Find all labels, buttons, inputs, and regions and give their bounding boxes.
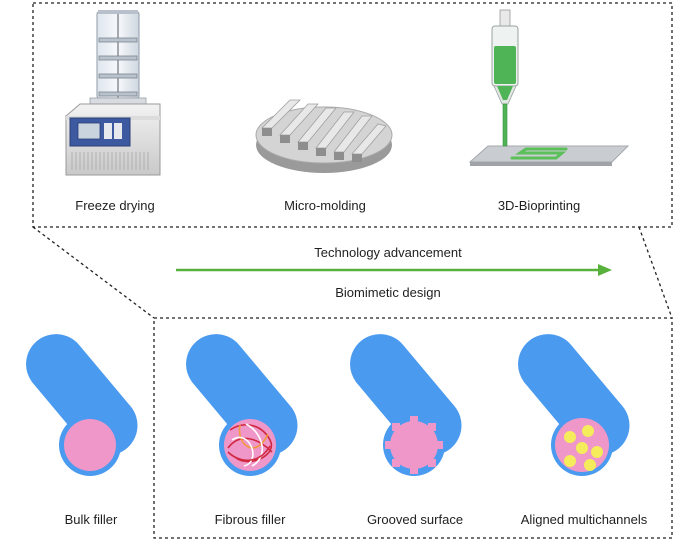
label-fibrous-filler: Fibrous filler <box>214 512 286 527</box>
label-bulk-filler: Bulk filler <box>64 512 118 527</box>
label-freeze-drying: Freeze drying <box>75 198 155 213</box>
freeze-dryer-icon <box>65 10 161 176</box>
channel-dots <box>564 425 603 471</box>
conduit-fibrous-filler <box>186 334 298 476</box>
connector-left <box>32 226 155 319</box>
arrow-bottom-label: Biomimetic design <box>335 285 441 300</box>
fabrication-methods-box <box>32 2 673 228</box>
arrow-top-label: Technology advancement <box>314 245 462 260</box>
conduit-bulk-filler <box>26 334 138 476</box>
label-aligned-multichannels: Aligned multichannels <box>520 512 648 527</box>
conduit-grooved-surface <box>350 334 462 476</box>
connector-right <box>638 226 673 319</box>
technology-arrow-head <box>598 264 612 276</box>
biomimetic-fillers-box <box>153 317 673 539</box>
label-micro-molding: Micro-molding <box>284 198 366 213</box>
label-grooved-surface: Grooved surface <box>366 512 464 527</box>
conduit-aligned-multichannels <box>518 334 630 476</box>
label-3d-bioprinting: 3D-Bioprinting <box>497 198 581 213</box>
micro-mold-icon <box>255 99 393 173</box>
fiber-network <box>227 423 273 467</box>
bioprinter-icon <box>468 9 630 166</box>
